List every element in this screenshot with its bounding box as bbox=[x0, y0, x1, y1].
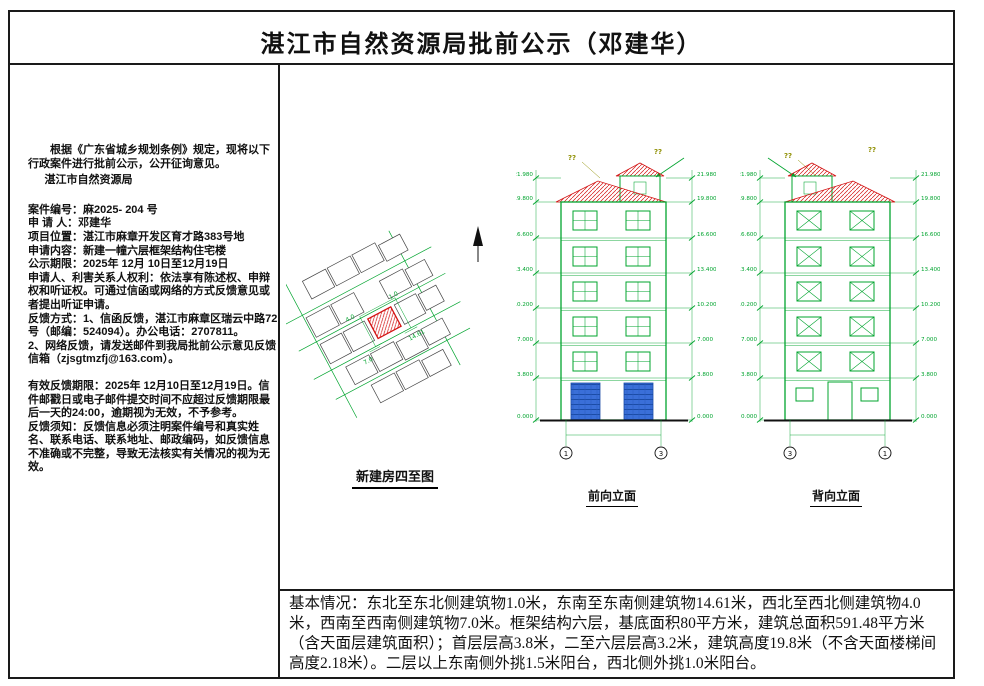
back-elevation-caption: 背向立面 bbox=[810, 487, 863, 507]
roller-door bbox=[623, 382, 654, 421]
front-elevation-caption: 前向立面 bbox=[586, 487, 639, 507]
level-label: 10.200 bbox=[921, 302, 940, 308]
north-arrow-icon bbox=[473, 226, 483, 262]
level-label: 16.600 bbox=[740, 232, 757, 238]
main-roof bbox=[555, 180, 667, 203]
level-label: 7.000 bbox=[517, 337, 533, 343]
document-border bbox=[8, 10, 955, 679]
roof-annotation: ?? bbox=[784, 152, 792, 160]
field-notes: 反馈须知：反馈信息必须注明案件编号和真实姓名、联系电话、联系地址、邮政编码，如反… bbox=[28, 420, 270, 474]
parcel-boundary bbox=[359, 297, 412, 347]
level-label: 7.000 bbox=[741, 337, 757, 343]
level-label: 16.600 bbox=[921, 232, 940, 238]
roof-annotation: ?? bbox=[568, 154, 576, 162]
agency-name: 湛江市自然资源局 bbox=[44, 174, 133, 187]
level-label: 21.980 bbox=[921, 172, 940, 178]
level-label: 13.400 bbox=[921, 267, 940, 273]
vertical-divider bbox=[278, 63, 280, 677]
axis-label: 3 bbox=[659, 450, 663, 458]
distance-nw: 4.0 bbox=[344, 313, 356, 324]
level-label: 0.000 bbox=[741, 414, 757, 420]
level-label: 3.800 bbox=[741, 372, 757, 378]
level-label: 21.980 bbox=[516, 172, 533, 178]
field-location: 项目位置：湛江市麻章开发区育才路383号地 bbox=[28, 230, 245, 243]
level-label: 16.600 bbox=[516, 232, 533, 238]
axis-label: 1 bbox=[564, 450, 568, 458]
roller-door bbox=[570, 382, 601, 421]
distance-sw: 7.0 bbox=[363, 356, 375, 367]
level-label: 10.200 bbox=[697, 302, 716, 308]
roof-annotation: ?? bbox=[654, 148, 662, 156]
building-outline bbox=[784, 201, 891, 421]
level-label: 0.000 bbox=[517, 414, 533, 420]
bottom-divider bbox=[279, 589, 953, 591]
basic-info-text: 基本情况：东北至东北侧建筑物1.0米，东南至东南侧建筑物14.61米，西北至西北… bbox=[289, 595, 937, 672]
stair-roof bbox=[615, 162, 665, 177]
field-case-number: 案件编号：麻2025- 204 号 bbox=[28, 203, 158, 216]
front-elevation-drawing: 21.980 19.800 16.600 13.400 10.200 7.000… bbox=[516, 148, 716, 460]
level-label: 7.000 bbox=[697, 337, 713, 343]
roof-annotation: ?? bbox=[868, 146, 876, 154]
level-label: 0.000 bbox=[921, 414, 937, 420]
level-label: 3.800 bbox=[517, 372, 533, 378]
site-plan-drawing: 1.0 14.61 4.0 7.0 bbox=[286, 226, 483, 418]
level-label: 13.400 bbox=[697, 267, 716, 273]
level-label: 10.200 bbox=[740, 302, 757, 308]
new-building-parcel bbox=[366, 305, 402, 340]
level-label: 21.980 bbox=[740, 172, 757, 178]
field-deadline: 有效反馈期限：2025年 12月10日至12月19日。信件邮戳日或电子邮件提交时… bbox=[28, 379, 270, 420]
level-label: 13.400 bbox=[740, 267, 757, 273]
level-label: 19.800 bbox=[516, 196, 533, 202]
stair-roof bbox=[787, 162, 837, 177]
level-label: 19.800 bbox=[740, 196, 757, 202]
field-notice-period: 公示期限：2025年 12月 10日至12月19日 bbox=[28, 258, 229, 271]
distance-ne: 1.0 bbox=[388, 290, 400, 301]
field-content: 申请内容：新建一幢六层框架结构住宅楼 bbox=[28, 244, 226, 257]
axis-label: 3 bbox=[788, 450, 792, 458]
field-feedback-mail: 反馈方式：1、信函反馈，湛江市麻章区瑞云中路72号（邮编：524094）。办公电… bbox=[28, 312, 278, 339]
site-plan-caption: 新建房四至图 bbox=[352, 466, 439, 489]
notice-left-panel: 根据《广东省城乡规划条例》规定，现将以下行政案件进行批前公示，公开征询意见。 湛… bbox=[12, 66, 286, 475]
level-label: 19.800 bbox=[921, 196, 940, 202]
level-label: 21.980 bbox=[697, 172, 716, 178]
back-elevation-drawing: 21.980 19.800 16.600 13.400 10.200 7.000… bbox=[740, 146, 940, 460]
main-roof bbox=[784, 180, 896, 203]
axis-label: 1 bbox=[883, 450, 887, 458]
field-rights: 申请人、利害关系人权利：依法享有陈述权、申辩权和听证权。可通过信函或网络的方式反… bbox=[28, 271, 270, 311]
level-label: 16.600 bbox=[697, 232, 716, 238]
level-label: 0.000 bbox=[697, 414, 713, 420]
level-label: 10.200 bbox=[516, 302, 533, 308]
level-label: 7.000 bbox=[921, 337, 937, 343]
level-label: 19.800 bbox=[697, 196, 716, 202]
entrance-door bbox=[827, 381, 853, 421]
title-divider bbox=[8, 63, 955, 65]
level-label: 3.800 bbox=[921, 372, 937, 378]
notice-intro: 根据《广东省城乡规划条例》规定，现将以下行政案件进行批前公示，公开征询意见。 bbox=[28, 144, 270, 170]
level-label: 13.400 bbox=[516, 267, 533, 273]
field-feedback-web: 2、网络反馈，请发送邮件到我局批前公示意见反馈信箱（zjsgtmzfj@163.… bbox=[28, 339, 277, 366]
field-applicant: 申 请 人：邓建华 bbox=[28, 217, 112, 230]
level-label: 3.800 bbox=[697, 372, 713, 378]
notice-title: 湛江市自然资源局批前公示（邓建华） bbox=[260, 32, 703, 58]
